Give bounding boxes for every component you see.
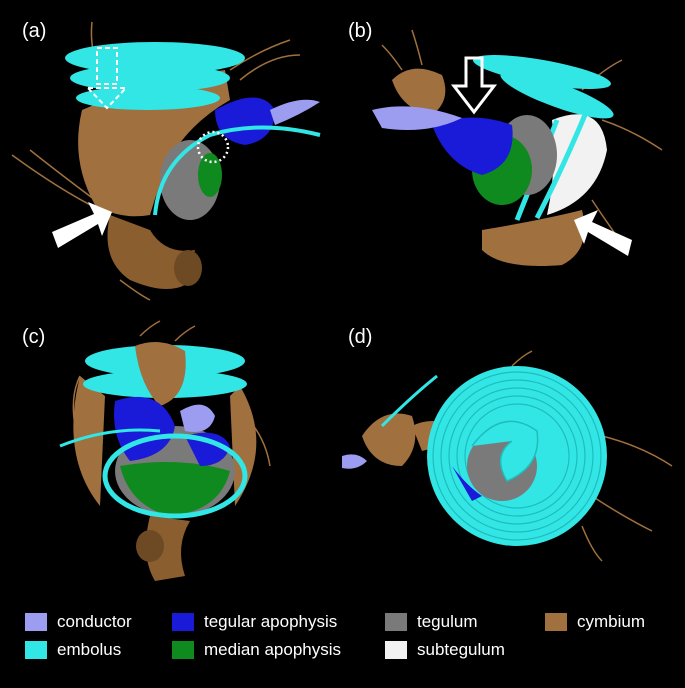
swatch-median-apophysis	[172, 641, 194, 659]
legend-label: cymbium	[577, 612, 646, 631]
panel-label-d: (d)	[348, 326, 373, 348]
legend-item-cymbium: cymbium	[545, 612, 645, 632]
legend-item-tegulum: tegulum	[385, 612, 477, 632]
legend-item-embolus: embolus	[25, 640, 121, 660]
swatch-tegulum	[385, 613, 407, 631]
panel-d: (d)	[342, 316, 685, 596]
panel-label-a: (a)	[22, 20, 47, 42]
legend-item-subtegulum: subtegulum	[385, 640, 505, 660]
panel-a: (a)	[0, 0, 342, 310]
palp-specimen-b-image	[372, 29, 663, 266]
palp-specimen-d-image	[342, 350, 673, 562]
legend-item-tegular-apophysis: tegular apophysis	[172, 612, 337, 632]
legend-label: median apophysis	[204, 640, 342, 659]
legend-item-conductor: conductor	[25, 612, 132, 632]
legend-label: embolus	[57, 640, 122, 659]
legend-item-median-apophysis: median apophysis	[172, 640, 341, 660]
swatch-embolus	[25, 641, 47, 659]
panel-c: (c)	[0, 316, 342, 596]
legend: conductor embolus tegular apophysis medi…	[0, 606, 685, 666]
palp-specimen-a-image	[11, 21, 321, 301]
legend-label: tegular apophysis	[204, 612, 338, 631]
swatch-subtegulum	[385, 641, 407, 659]
swatch-tegular-apophysis	[172, 613, 194, 631]
palp-specimen-c-image	[59, 320, 271, 581]
panel-b: (b)	[342, 0, 685, 310]
legend-label: tegulum	[417, 612, 478, 631]
swatch-conductor	[25, 613, 47, 631]
swatch-cymbium	[545, 613, 567, 631]
panel-label-c: (c)	[22, 326, 46, 348]
legend-label: conductor	[57, 612, 132, 631]
legend-label: subtegulum	[417, 640, 505, 659]
panel-label-b: (b)	[348, 20, 373, 42]
